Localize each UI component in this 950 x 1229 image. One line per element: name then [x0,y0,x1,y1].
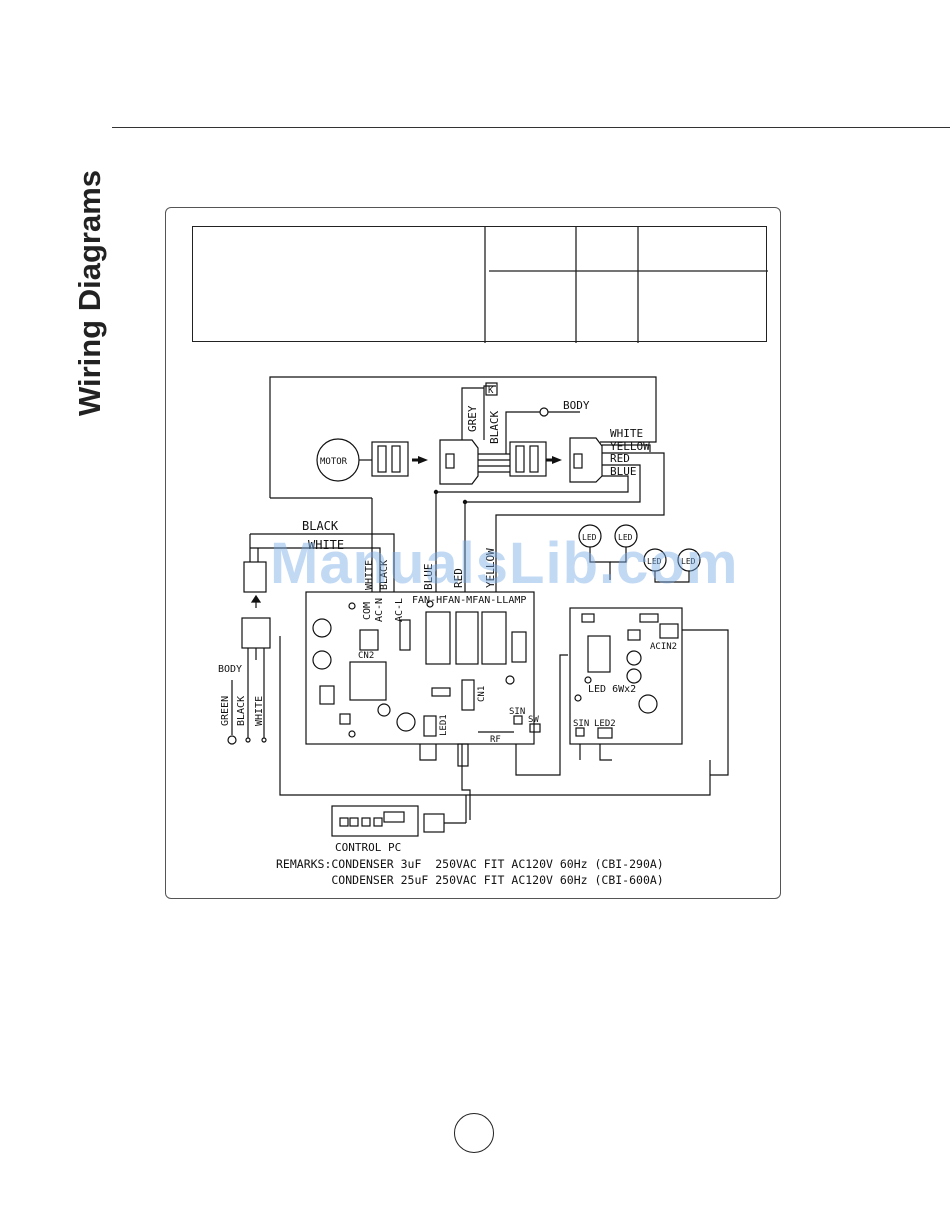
wire-grey-label: GREY [466,405,479,432]
vlabel-ac-l: AC-L [394,598,405,622]
sin-led-label: SIN [573,719,589,729]
control-pc-label: CONTROL PC [335,841,401,854]
info-table [192,226,768,343]
vlabel-red: RED [452,568,465,588]
sw-label: SW [528,715,539,725]
vlabel-com: COM [362,602,373,620]
vlabel-black: BLACK [379,560,390,590]
led-lamp-3: LED [647,557,662,566]
wire-yellow-label: YELLOW [610,440,650,453]
wire-red-label: RED [610,452,630,465]
header-rule [112,127,950,128]
led-lamp-2: LED [618,533,633,542]
led-lamp-4: LED [681,557,696,566]
vlabel-white: WHITE [364,560,375,590]
info-table-grid [484,227,768,343]
wire-black-label: BLACK [488,411,501,444]
led-rating-label: LED 6Wx2 [588,684,636,695]
diagram-frame [165,207,781,899]
main-white-label: WHITE [308,538,344,552]
black-marker: K [488,386,494,396]
motor-label: MOTOR [320,457,348,467]
plug-body-label: BODY [218,664,242,675]
led1-label: LED1 [439,714,449,736]
wire-blue-label: BLUE [610,465,637,478]
vlabel-ac-n: AC-N [374,598,385,622]
acin2-label: ACIN2 [650,642,677,652]
main-black-label: BLACK [302,519,339,533]
remarks-line-2: CONDENSER 25uF 250VAC FIT AC120V 60Hz (C… [276,873,664,887]
wire-white-label: WHITE [610,427,643,440]
body-top-label: BODY [563,399,590,412]
led2-label: LED2 [594,719,616,729]
plug-white-label: WHITE [254,696,265,726]
relay-header: FAN-HFAN-MFAN-LLAMP [412,595,526,606]
rf-label: RF [490,735,501,745]
vlabel-yellow: YELLOW [484,548,497,588]
led-lamp-1: LED [582,533,597,542]
page-number-circle [454,1113,494,1153]
watermark: ManualsLib.com [270,531,739,596]
plug-green-label: GREEN [220,696,231,726]
cn2-label: CN2 [358,651,374,661]
vlabel-blue: BLUE [422,564,435,591]
cn1-label: CN1 [477,686,487,702]
plug-black-label: BLACK [236,696,247,726]
remarks-line-1: REMARKS:CONDENSER 3uF 250VAC FIT AC120V … [276,857,664,871]
sin-main-label: SIN [509,707,525,717]
